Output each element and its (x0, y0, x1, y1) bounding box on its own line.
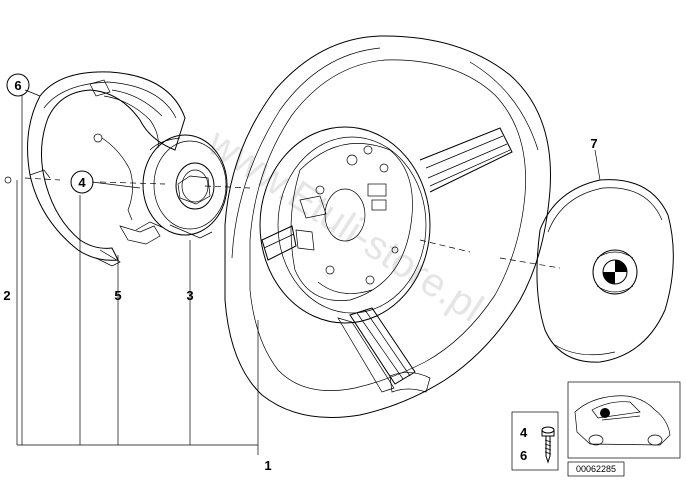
callout-6: 6 (14, 78, 21, 93)
reference-code-box (567, 461, 625, 477)
legend-item-6: 6 (520, 448, 527, 463)
callout-1: 1 (264, 458, 271, 473)
callout-4-circle (70, 170, 94, 194)
rear-cover-part (27, 71, 186, 267)
car-icon (574, 395, 671, 446)
legend-box: 4 6 (511, 411, 559, 471)
callout-7: 7 (590, 136, 597, 151)
location-marker-icon (600, 408, 610, 418)
airbag-module-part (536, 179, 674, 363)
callout-5: 5 (114, 288, 121, 303)
car-location-thumbnail (567, 381, 681, 459)
legend-item-4: 4 (520, 425, 528, 440)
callout-2: 2 (3, 288, 10, 303)
callout-4: 4 (78, 175, 86, 190)
callout-3: 3 (186, 288, 193, 303)
reference-code: 00062285 (576, 464, 616, 474)
watermark-text: www.Etuli-store.pl (199, 120, 490, 331)
screw-icon (541, 426, 555, 464)
bmw-roundel-icon (592, 249, 638, 295)
callout-6-circle (6, 73, 30, 97)
steering-wheel-part (224, 35, 551, 418)
screw-part (4, 176, 12, 184)
leader-lines (16, 89, 601, 455)
center-axis-line (24, 177, 561, 269)
